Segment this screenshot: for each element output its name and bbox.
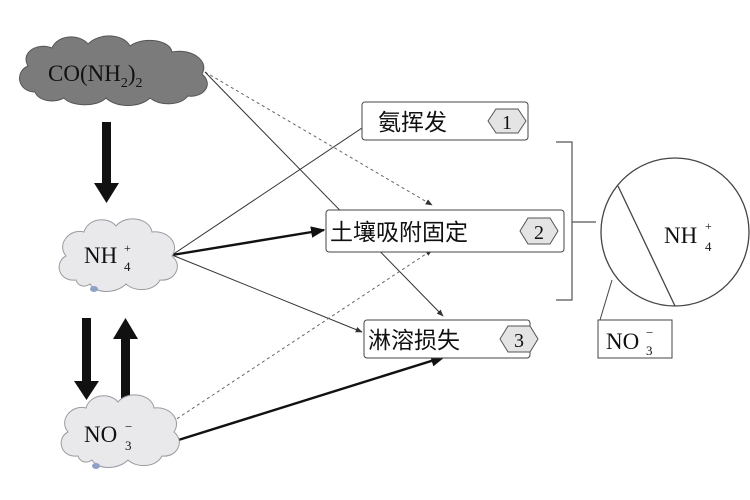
nitrate-pointer [599, 279, 613, 321]
outcome-label: 氨挥发 [378, 110, 447, 136]
number-badge [519, 217, 559, 245]
outcome-box [361, 101, 529, 141]
vertical-arrows [74, 122, 138, 400]
ammonium-to-nitrate-arrow-head [74, 381, 99, 400]
outcome-adsorption: 土壤吸附固定 2 [325, 209, 565, 253]
outcome-label: 土壤吸附固定 [330, 220, 468, 246]
outcome-leaching: 淋溶损失 3 [363, 319, 539, 359]
number-badge [499, 325, 539, 353]
circle-divider [617, 185, 676, 307]
circle-ammonium-charge: + [705, 219, 712, 233]
ammonium-cloud: NH + 4 [58, 218, 178, 292]
urea-cloud-shape [19, 35, 208, 106]
arrow-urea-to-adsorption [204, 71, 433, 206]
arrow-urea-to-leaching [204, 71, 444, 317]
outcome-number: 1 [502, 112, 512, 134]
urea-cloud-tail [76, 98, 84, 104]
nitrate-cloud-tail [92, 463, 100, 469]
nitrate-cloud-shape [60, 394, 180, 468]
outcome-label: 淋溶损失 [368, 328, 460, 354]
circle-ammonium-subscript: 4 [705, 239, 712, 254]
nitrate-subscript: 3 [125, 438, 132, 453]
circle-nitrate-subscript: 3 [646, 343, 653, 358]
circle-nitrate-label: NO [606, 329, 639, 354]
outcome-number: 2 [534, 222, 544, 244]
nitrate-to-ammonium-arrow-head [113, 318, 138, 339]
ammonium-charge: + [124, 241, 131, 255]
ammonium-label: NH [84, 243, 117, 268]
outcome-box [325, 209, 565, 253]
arrow-ammonium-to-leaching [171, 254, 363, 333]
nitrate-charge: − [125, 419, 132, 434]
urea-to-ammonium-arrow-head [94, 183, 119, 203]
nitrate-to-ammonium-arrow-shaft [121, 338, 130, 400]
arrow-ammonium-to-adsorption [171, 226, 326, 257]
proportion-circle: NH + 4 NO − 3 [597, 157, 750, 359]
urea-label: CO(NH2)2 [48, 61, 143, 91]
circle-ammonium-label: NH [664, 223, 697, 248]
ammonium-subscript: 4 [124, 259, 131, 274]
nitrate-cloud: NO − 3 [60, 394, 180, 469]
connections [171, 71, 446, 444]
urea-cloud: CO(NH2)2 [19, 35, 208, 106]
nitrate-label: NO [84, 422, 117, 447]
urea-to-ammonium-arrow-shaft [102, 122, 111, 184]
number-badge [487, 108, 527, 134]
arrow-ammonium-to-volatilization [171, 123, 369, 256]
circle-nitrate-charge: − [646, 325, 653, 340]
ammonium-cloud-tail [90, 286, 98, 292]
nitrate-callout-box [597, 319, 673, 359]
ammonium-to-nitrate-arrow-shaft [82, 318, 91, 382]
ammonium-cloud-shape [58, 218, 178, 292]
arrow-nitrate-to-adsorption [171, 249, 433, 423]
outcomes-bracket [556, 141, 596, 301]
outcome-number: 3 [514, 330, 524, 352]
outcome-volatilization: 氨挥发 1 [361, 101, 529, 141]
arrow-nitrate-to-leaching [171, 355, 446, 444]
